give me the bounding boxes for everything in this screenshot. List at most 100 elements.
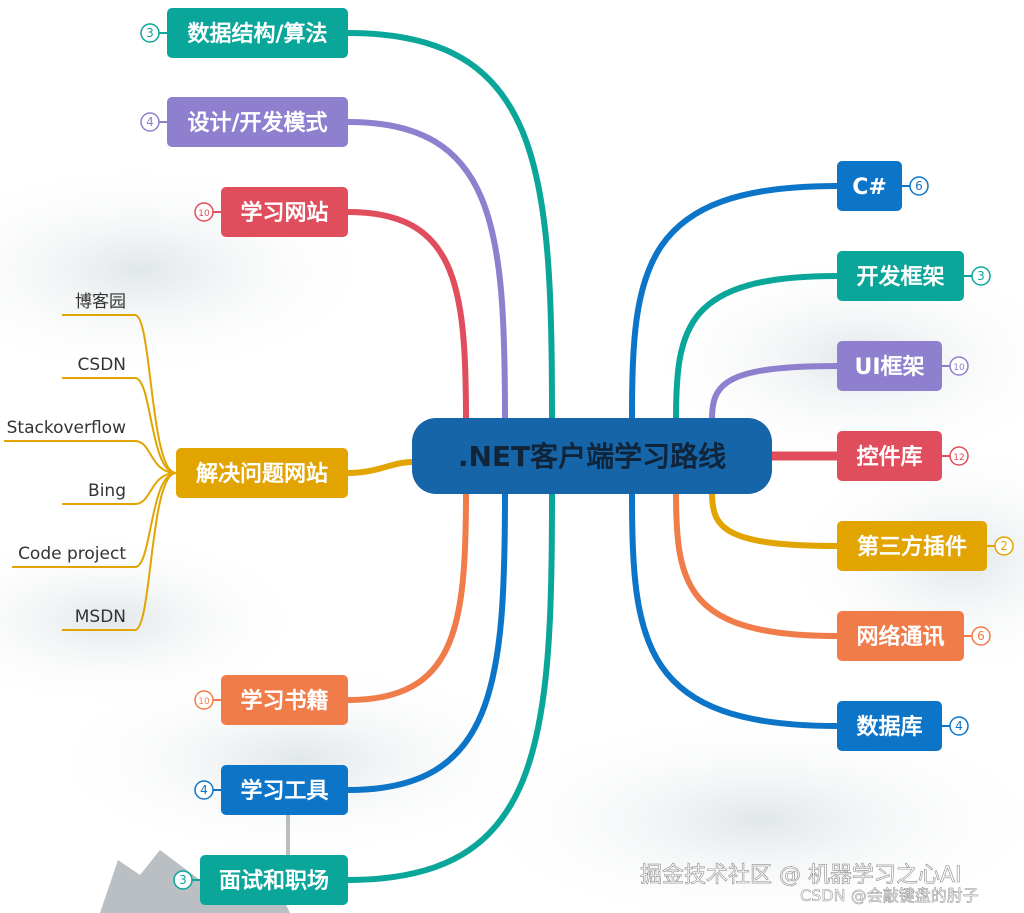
count-badge-circle (194, 202, 214, 222)
branch-node-box (200, 855, 348, 905)
branch-node-ui[interactable]: UI框架 (837, 341, 942, 391)
count-badge-circle (971, 266, 991, 286)
count-badge-plugin[interactable]: 2 (987, 536, 1014, 556)
count-badge-ds[interactable]: 3 (140, 23, 167, 43)
edge-ui (709, 363, 840, 423)
branch-node-box (837, 431, 942, 481)
edge-sites (345, 209, 469, 423)
branch-node-box (837, 251, 964, 301)
branch-node-ctrl[interactable]: 控件库 (837, 431, 942, 481)
branch-node-sites[interactable]: 学习网站 (221, 187, 348, 237)
leaf-node-2[interactable]: Stackoverflow (4, 418, 177, 474)
branch-nodes: 数据结构/算法3设计/开发模式4学习网站10解决问题网站学习书籍10学习工具4面… (140, 8, 1014, 905)
count-badge-tools[interactable]: 4 (194, 780, 221, 800)
branch-node-label: 网络通讯 (856, 624, 944, 650)
branch-node-label: C# (852, 175, 887, 200)
branch-node-csharp[interactable]: C# (837, 161, 902, 211)
count-badge-circle (140, 23, 160, 43)
count-badge-circle (994, 536, 1014, 556)
count-badge-circle (949, 716, 969, 736)
leaf-node-4[interactable]: Code project (12, 472, 177, 568)
count-badge-circle (140, 112, 160, 132)
branch-node-label: 解决问题网站 (196, 461, 328, 487)
branch-node-box (837, 611, 964, 661)
count-badge-label: 4 (146, 115, 154, 129)
branch-node-books[interactable]: 学习书籍 (221, 675, 348, 725)
count-badge-label: 2 (1000, 539, 1008, 553)
leaf-edge (4, 440, 177, 474)
leaf-node-label: Bing (88, 481, 126, 501)
root-node-group: .NET客户端学习路线 (412, 418, 772, 494)
count-badge-net[interactable]: 6 (964, 626, 991, 646)
edge-tools (345, 489, 508, 793)
branch-node-plugin[interactable]: 第三方插件 (837, 521, 987, 571)
leaf-edge (62, 314, 177, 474)
branch-node-label: 数据结构/算法 (187, 21, 327, 47)
branch-node-box (167, 8, 348, 58)
branch-node-label: 设计/开发模式 (187, 110, 327, 136)
connection-lines (345, 30, 842, 883)
branch-node-label: 开发框架 (856, 264, 944, 290)
edge-design (345, 119, 508, 423)
edge-books (345, 489, 469, 703)
branch-node-net[interactable]: 网络通讯 (837, 611, 964, 661)
watermark-line-2: CSDN @会敲键盘的肘子 (800, 886, 979, 905)
count-badge-fw[interactable]: 3 (964, 266, 991, 286)
count-badge-csharp[interactable]: 6 (902, 176, 929, 196)
watermark-line-1: 掘金技术社区 @ 机器学习之心AI (640, 863, 962, 888)
branch-node-box (167, 97, 348, 147)
edge-fw (673, 273, 840, 423)
count-badge-ui[interactable]: 10 (942, 356, 969, 376)
count-badge-label: 10 (198, 209, 210, 219)
branch-node-label: UI框架 (854, 354, 924, 380)
count-badge-circle (949, 446, 969, 466)
edge-db (629, 489, 840, 729)
leaf-edge (62, 377, 177, 474)
leaf-edge (62, 472, 177, 505)
branch-node-fw[interactable]: 开发框架 (837, 251, 964, 301)
count-badge-circle (909, 176, 929, 196)
count-badge-ctrl[interactable]: 12 (942, 446, 969, 466)
edge-csharp (629, 183, 840, 423)
leaf-node-label: Stackoverflow (7, 418, 126, 438)
count-badge-job[interactable]: 3 (173, 870, 200, 890)
count-badge-label: 3 (146, 26, 154, 40)
count-badge-circle (949, 356, 969, 376)
edge-plugin (709, 489, 840, 549)
branch-node-job[interactable]: 面试和职场 (200, 855, 348, 905)
branch-node-box (221, 187, 348, 237)
count-badge-label: 10 (953, 363, 965, 373)
count-badge-design[interactable]: 4 (140, 112, 167, 132)
leaf-node-label: Code project (18, 544, 126, 564)
leaf-node-5[interactable]: MSDN (62, 472, 177, 631)
count-badge-db[interactable]: 4 (942, 716, 969, 736)
root-node[interactable] (412, 418, 772, 494)
leaf-node-label: 博客园 (75, 292, 126, 312)
edge-ds (345, 30, 555, 423)
branch-node-solve[interactable]: 解决问题网站 (176, 448, 348, 498)
leaf-node-1[interactable]: CSDN (62, 355, 177, 474)
count-badge-books[interactable]: 10 (194, 690, 221, 710)
edge-solve (345, 459, 415, 476)
count-badge-circle (194, 690, 214, 710)
branch-node-box (837, 701, 942, 751)
count-badge-sites[interactable]: 10 (194, 202, 221, 222)
edge-job (345, 489, 555, 883)
branch-node-box (221, 765, 348, 815)
branch-node-box (221, 675, 348, 725)
count-badge-circle (194, 780, 214, 800)
branch-node-design[interactable]: 设计/开发模式 (167, 97, 348, 147)
branch-node-label: 数据库 (856, 714, 922, 740)
branch-node-tools[interactable]: 学习工具 (221, 765, 348, 815)
count-badge-label: 3 (179, 873, 187, 887)
count-badge-circle (971, 626, 991, 646)
branch-node-db[interactable]: 数据库 (837, 701, 942, 751)
leaf-node-0[interactable]: 博客园 (62, 292, 177, 474)
root-node-label: .NET客户端学习路线 (458, 440, 726, 473)
branch-node-ds[interactable]: 数据结构/算法 (167, 8, 348, 58)
count-badge-label: 4 (955, 719, 963, 733)
watermark: 掘金技术社区 @ 机器学习之心AI CSDN @会敲键盘的肘子 (640, 863, 979, 906)
leaf-node-3[interactable]: Bing (62, 472, 177, 505)
